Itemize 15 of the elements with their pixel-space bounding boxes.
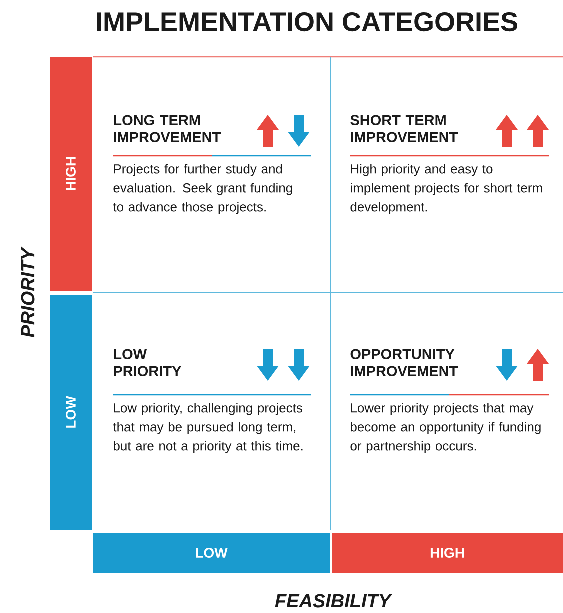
axis-title: FEASIBILITY [275,594,392,608]
heading: LOW PRIORITY [114,349,182,376]
axis-band: HIGH [50,57,92,291]
heading: SHORT TERM IMPROVEMENT [350,115,458,142]
description-text: Low priority, challenging projects that may be pursued long term, but are not a priority at this time. [113,403,303,454]
title: IMPLEMENTATION CATEGORIES [97,12,518,32]
description-text: High priority and easy to implement projects for short term development. [350,164,542,214]
axis-band: LOW [50,295,92,530]
axis-band: LOW [93,533,330,573]
heading: LONG TERM IMPROVEMENT [114,115,221,142]
heading: OPPORTUNITY IMPROVEMENT [350,349,458,376]
axis-band: HIGH [332,533,563,573]
description-text: Projects for further study and evaluation. Seek grant funding to advance those projects. [113,164,292,214]
description-text: Lower priority projects that may become an opportunity if funding or partnership occurs. [350,403,541,454]
axis-title: PRIORITY [21,246,35,338]
